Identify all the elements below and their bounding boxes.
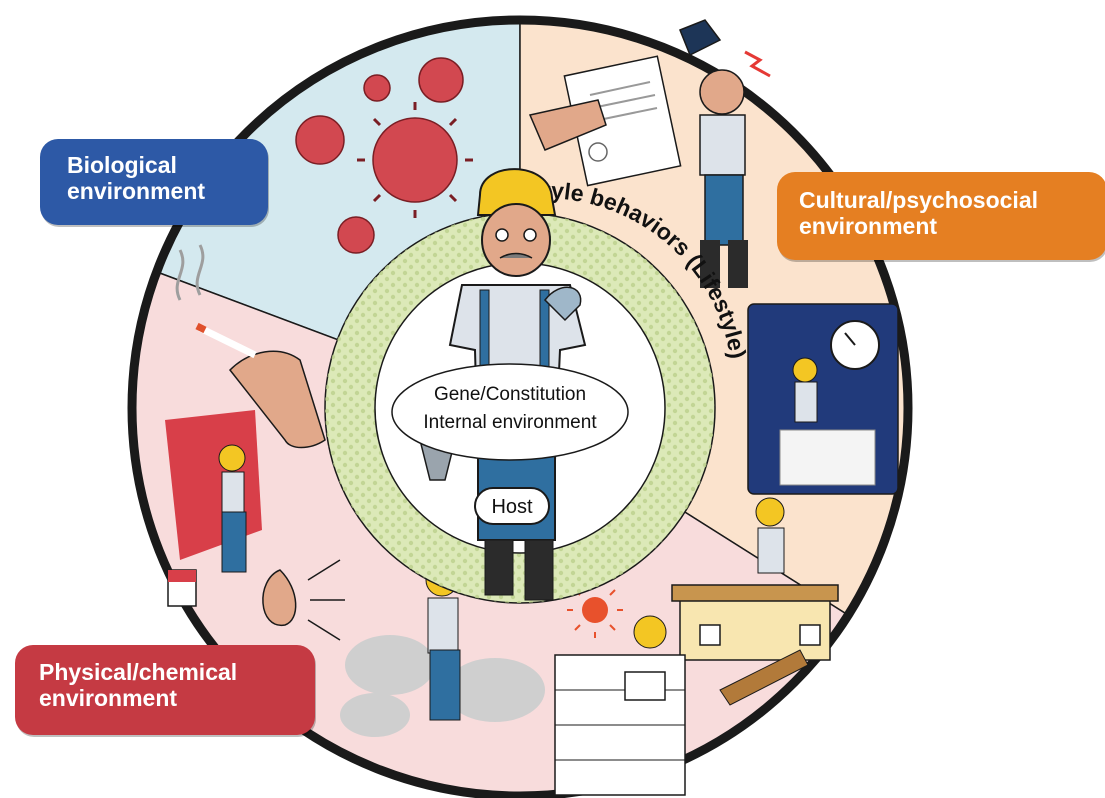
physical-environment-label: Physical/chemical environment (15, 645, 315, 735)
jackhammer-worker-icon (340, 563, 545, 737)
virus-icon (295, 57, 464, 254)
smoking-hand-icon (175, 244, 326, 449)
host-label: Host (491, 496, 533, 518)
ear-noise-icon (262, 559, 345, 641)
biological-environment-label: Biological environment (40, 139, 268, 225)
building-worker-icon (671, 497, 839, 706)
stressed-worker-icon (699, 50, 771, 288)
core-ellipse (391, 363, 629, 461)
core-line2: Internal environment (423, 412, 597, 433)
virus-icon (357, 102, 473, 218)
contract-signing-icon (528, 19, 722, 187)
painting-worker-icon (165, 410, 262, 607)
physical-label-line1: Physical/chemical (39, 659, 238, 685)
biological-label-line1: Biological (67, 152, 177, 178)
block-wall-worker-icon (554, 615, 686, 796)
physical-label-line2: environment (39, 684, 178, 711)
cultural-label-line2: environment (799, 212, 938, 239)
cultural-label-line1: Cultural/psychosocial (799, 187, 1039, 213)
outer-ring-border (127, 15, 913, 798)
core-line1: Gene/Constitution (434, 384, 586, 405)
cultural-environment-label: Cultural/psychosocial environment (777, 172, 1105, 260)
biological-label-line2: environment (67, 177, 206, 204)
host-badge (474, 487, 550, 525)
night-work-panel (747, 303, 899, 495)
